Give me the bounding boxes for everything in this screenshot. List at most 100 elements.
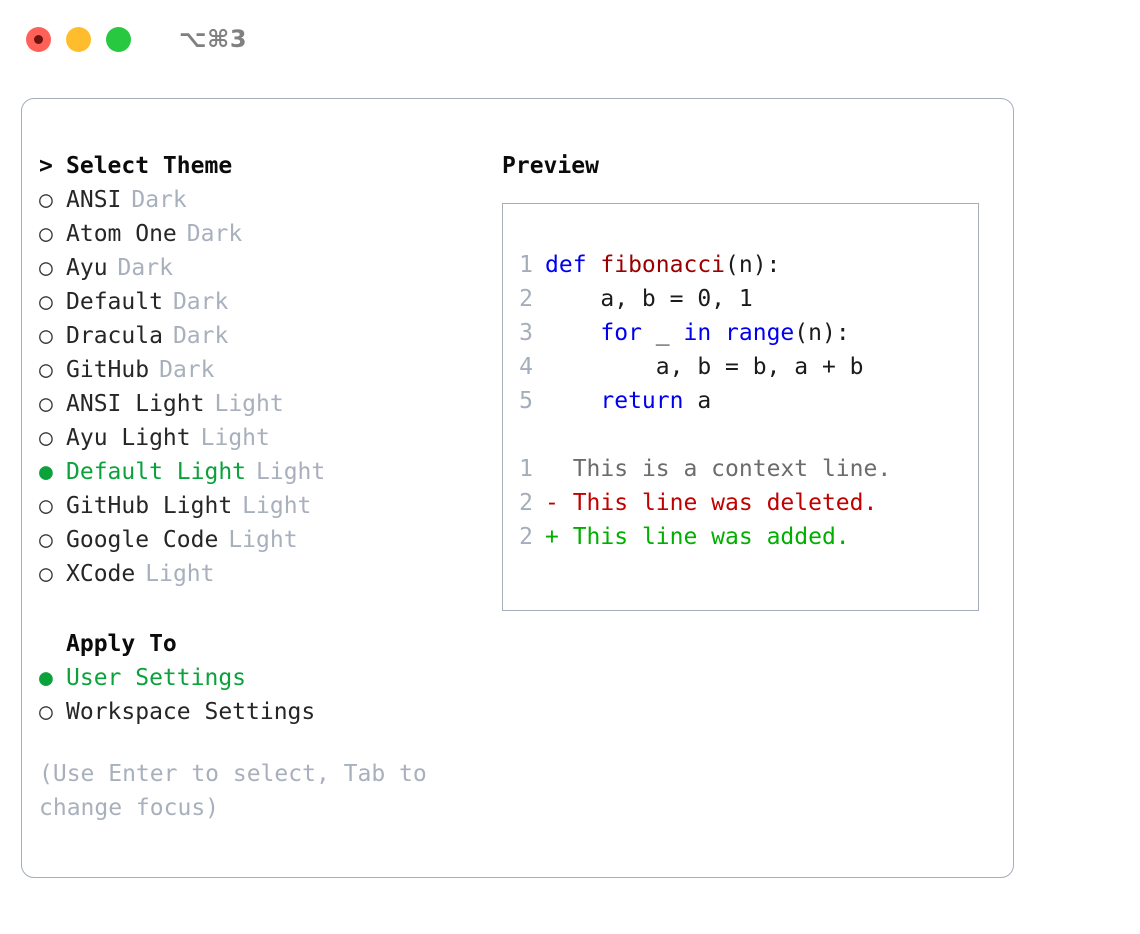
code-line: 5 return a: [519, 384, 978, 418]
code-token: fibonacci: [600, 252, 726, 278]
diff-marker: [545, 456, 573, 482]
code-token: [545, 388, 600, 414]
prompt-caret-icon: >: [39, 153, 53, 179]
radio-unselected-icon[interactable]: ○: [39, 425, 53, 451]
theme-list-item[interactable]: ○ Atom One Dark: [39, 217, 502, 251]
theme-mode-label: Dark: [131, 187, 187, 213]
theme-list-item[interactable]: ○ XCode Light: [39, 557, 502, 591]
code-line: 2 a, b = 0, 1: [519, 282, 978, 316]
code-token: (n):: [725, 252, 781, 278]
code-token: a, b = b, a + b: [545, 354, 864, 380]
apply-to-list: ● User Settings ○ Workspace Settings: [39, 661, 502, 729]
theme-list-item[interactable]: ○ ANSI Light Light: [39, 387, 502, 421]
theme-name: Dracula: [66, 323, 163, 349]
code-token: [711, 320, 725, 346]
minimize-button[interactable]: [66, 26, 91, 52]
diff-sample: 1 This is a context line.2- This line wa…: [519, 452, 978, 554]
line-number: 2: [519, 286, 533, 312]
line-number: 1: [519, 252, 533, 278]
code-token: range: [725, 320, 795, 346]
theme-mode-label: Dark: [117, 255, 173, 281]
code-token: (n):: [794, 320, 850, 346]
theme-mode-label: Light: [145, 561, 215, 587]
diff-line: 2+ This line was added.: [519, 520, 978, 554]
radio-unselected-icon[interactable]: ○: [39, 221, 53, 247]
code-token: [545, 320, 600, 346]
apply-to-item[interactable]: ● User Settings: [39, 661, 502, 695]
line-number: 4: [519, 354, 533, 380]
diff-text: This line was added.: [572, 524, 850, 550]
radio-unselected-icon[interactable]: ○: [39, 187, 53, 213]
theme-mode-label: Light: [242, 493, 312, 519]
radio-unselected-icon[interactable]: ○: [39, 255, 53, 281]
apply-to-label: User Settings: [66, 665, 247, 691]
line-number: 3: [519, 320, 533, 346]
line-number: 2: [519, 490, 533, 516]
diff-line: 2- This line was deleted.: [519, 486, 978, 520]
apply-to-header: Apply To: [66, 631, 177, 657]
theme-name: Atom One: [66, 221, 177, 247]
code-token: def: [545, 252, 601, 278]
radio-unselected-icon[interactable]: ○: [39, 391, 53, 417]
theme-list-item[interactable]: ○ ANSI Dark: [39, 183, 502, 217]
theme-list-item[interactable]: ○ Google Code Light: [39, 523, 502, 557]
theme-mode-label: Light: [200, 425, 270, 451]
diff-marker: +: [545, 524, 573, 550]
diff-text: This is a context line.: [572, 456, 892, 482]
maximize-button[interactable]: [106, 26, 131, 52]
theme-name: Google Code: [66, 527, 219, 553]
line-number: 5: [519, 388, 533, 414]
theme-mode-label: Light: [228, 527, 298, 553]
select-theme-title: Select Theme: [66, 153, 233, 179]
code-line: 4 a, b = b, a + b: [519, 350, 978, 384]
code-token: return: [600, 388, 684, 414]
theme-list-item[interactable]: ● Default Light Light: [39, 455, 502, 489]
code-token: _: [641, 320, 684, 346]
theme-list-item[interactable]: ○ GitHub Light Light: [39, 489, 502, 523]
radio-unselected-icon[interactable]: ○: [39, 527, 53, 553]
code-token: in: [683, 320, 712, 346]
theme-list-item[interactable]: ○ Ayu Light Light: [39, 421, 502, 455]
theme-name: Default Light: [66, 459, 247, 485]
radio-unselected-icon[interactable]: ○: [39, 323, 53, 349]
theme-name: Ayu Light: [66, 425, 191, 451]
diff-line: 1 This is a context line.: [519, 452, 978, 486]
code-token: for: [600, 320, 642, 346]
preview-title: Preview: [502, 153, 599, 179]
keyboard-shortcut-label: ⌥⌘3: [179, 25, 248, 53]
radio-unselected-icon[interactable]: ○: [39, 561, 53, 587]
theme-list-item[interactable]: ○ GitHub Dark: [39, 353, 502, 387]
code-diff-spacer: [519, 418, 978, 452]
theme-mode-label: Light: [214, 391, 284, 417]
radio-selected-icon[interactable]: ●: [39, 665, 53, 691]
apply-to-item[interactable]: ○ Workspace Settings: [39, 695, 502, 729]
line-number: 1: [519, 456, 533, 482]
apply-to-label: Workspace Settings: [66, 699, 316, 725]
theme-name: ANSI: [66, 187, 122, 213]
title-bar: ⌥⌘3: [0, 0, 1140, 78]
radio-selected-icon[interactable]: ●: [39, 459, 53, 485]
diff-text: This line was deleted.: [572, 490, 878, 516]
close-button[interactable]: [26, 26, 51, 52]
theme-name: GitHub: [66, 357, 150, 383]
radio-unselected-icon[interactable]: ○: [39, 493, 53, 519]
theme-mode-label: Light: [256, 459, 326, 485]
theme-mode-label: Dark: [159, 357, 215, 383]
code-token: a: [683, 388, 712, 414]
theme-name: GitHub Light: [66, 493, 233, 519]
theme-name: ANSI Light: [66, 391, 205, 417]
radio-unselected-icon[interactable]: ○: [39, 699, 53, 725]
radio-unselected-icon[interactable]: ○: [39, 357, 53, 383]
theme-name: XCode: [66, 561, 136, 587]
diff-marker: -: [545, 490, 573, 516]
theme-mode-label: Dark: [186, 221, 243, 247]
radio-unselected-icon[interactable]: ○: [39, 289, 53, 315]
